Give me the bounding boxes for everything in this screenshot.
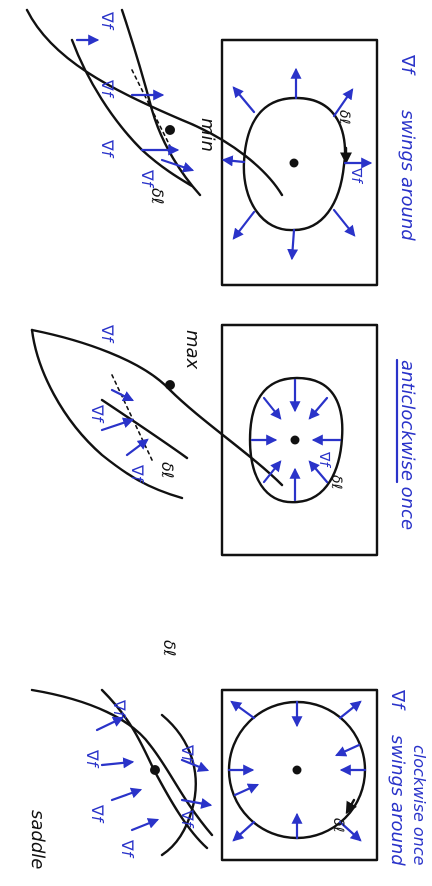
max-gradient-label-3: ∇f: [128, 464, 147, 484]
saddle-gradient-label-4: ∇f: [118, 839, 137, 859]
max-box-curve-label: δℓ: [328, 475, 344, 489]
min-gradient-label-3: ∇f: [98, 139, 117, 159]
caption-middle-text: anticlockwise once: [397, 360, 418, 530]
caption-right-prefix: ∇f: [387, 689, 408, 711]
max-label: max: [182, 330, 203, 370]
min-center-point: [290, 159, 299, 168]
saddle-label: saddle: [27, 810, 48, 869]
min-gradient-label-4: ∇f: [138, 169, 157, 189]
caption-left-text: swings around: [397, 110, 418, 241]
saddle-curve-label: δℓ: [160, 640, 179, 656]
saddle-surface: ∇f ∇f ∇f ∇f ∇f ∇f δℓ saddle: [27, 640, 212, 869]
max-curve-label: δℓ: [158, 462, 177, 478]
saddle-center-point: [293, 766, 302, 775]
caption-right-line1: swings around: [387, 735, 408, 866]
captions: ∇f swings around anticlockwise once ∇f s…: [387, 54, 429, 866]
saddle-gradient-label-6: ∇f: [178, 809, 197, 829]
saddle-point: [150, 765, 160, 775]
min-box-curve-label: δℓ: [336, 110, 352, 124]
max-box-gradient-label: ∇f: [316, 451, 332, 468]
saddle-gradient-label-5: ∇f: [178, 744, 197, 764]
min-gradient-label-1: ∇f: [98, 11, 117, 31]
min-box-gradient-label: ∇f: [348, 167, 364, 184]
min-curve-label: δℓ: [148, 188, 167, 204]
max-point: [165, 380, 175, 390]
caption-right-line2: clockwise once: [410, 745, 429, 866]
min-point: [165, 125, 175, 135]
saddle-field-box: δℓ: [222, 690, 377, 860]
max-gradient-label-1: ∇f: [98, 324, 117, 344]
min-field-box: ∇f δℓ: [222, 40, 377, 285]
max-field-box: ∇f δℓ: [222, 325, 377, 555]
max-center-point: [291, 436, 300, 445]
saddle-box-curve-label: δℓ: [330, 818, 346, 832]
saddle-gradient-label-3: ∇f: [88, 804, 107, 824]
max-surface: ∇f ∇f ∇f δℓ max: [32, 324, 282, 498]
saddle-gradient-label-1: ∇f: [110, 699, 129, 719]
min-gradient-label-2: ∇f: [98, 79, 117, 99]
caption-left-prefix: ∇f: [397, 54, 418, 76]
min-label: min: [197, 118, 218, 152]
saddle-gradient-label-2: ∇f: [83, 749, 102, 769]
max-gradient-label-2: ∇f: [88, 404, 107, 424]
